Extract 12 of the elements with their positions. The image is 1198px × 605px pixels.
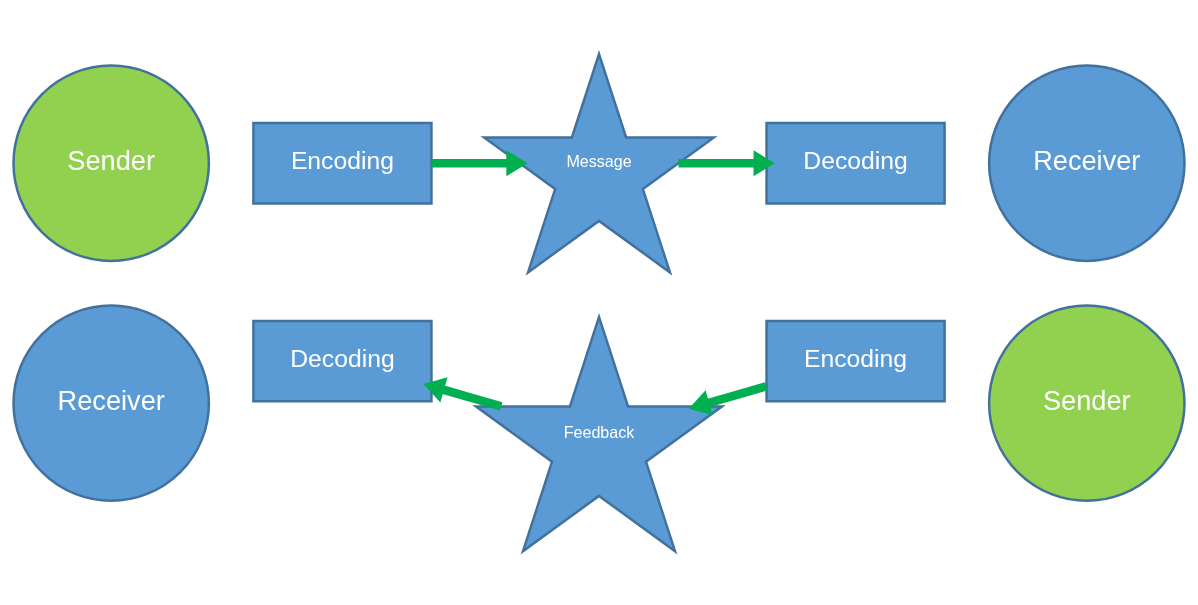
arrow (431, 150, 528, 177)
node-circle: Receiver (987, 64, 1186, 263)
node-circle: Sender (12, 64, 211, 263)
arrow (688, 382, 768, 416)
node-box: Decoding (252, 319, 433, 403)
node-circle: Sender (987, 304, 1186, 503)
node-circle: Receiver (12, 304, 211, 503)
node-box: Encoding (765, 319, 946, 403)
node-box: Encoding (252, 121, 433, 205)
arrow (423, 377, 503, 411)
node-box: Decoding (765, 121, 946, 205)
arrow (678, 150, 775, 177)
